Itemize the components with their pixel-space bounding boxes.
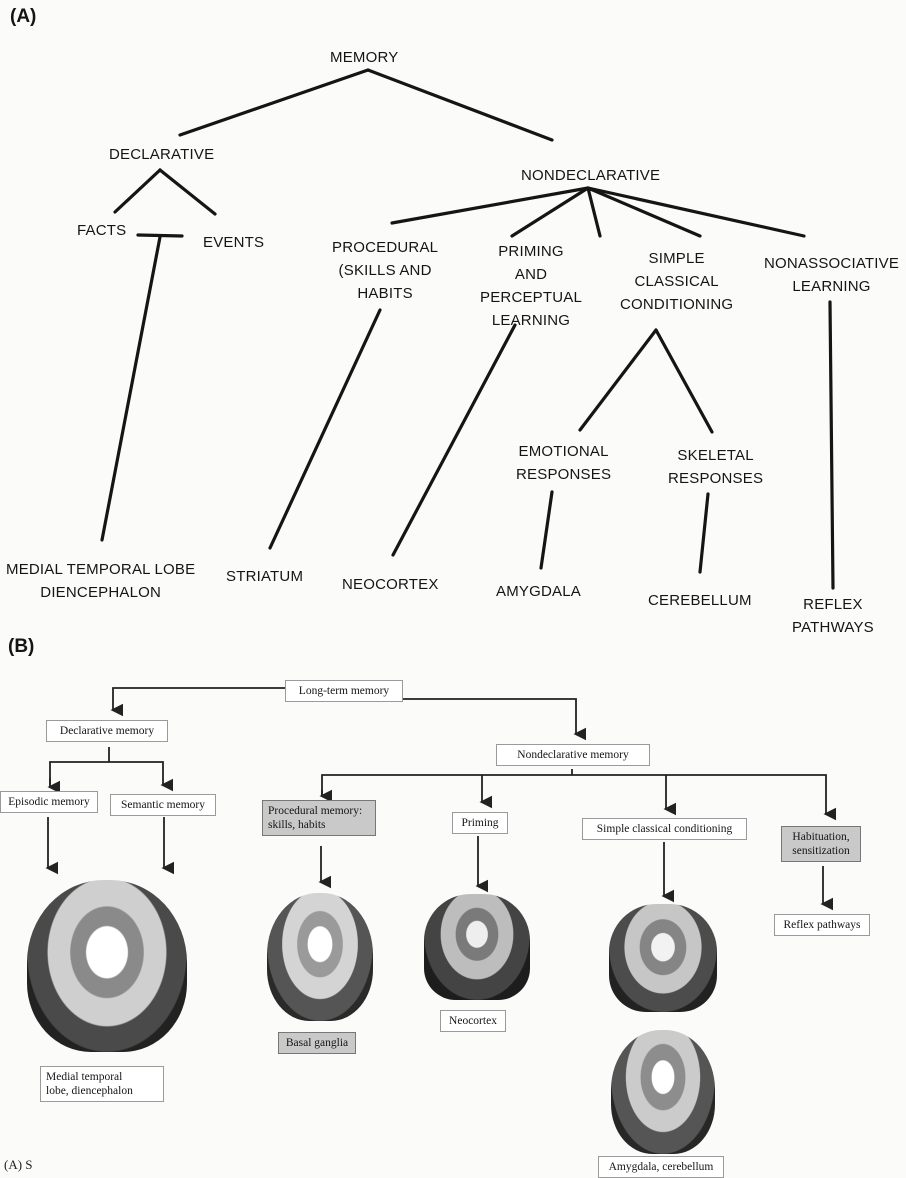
semantic-memory-box: Semantic memory [110,794,216,816]
brain-scan-neocortex [424,894,530,1000]
habituation-box: Habituation,sensitization [781,826,861,862]
brain-scan-amygdala [609,904,717,1012]
episodic-memory-box: Episodic memory [0,791,98,813]
priming-box: Priming [452,812,508,834]
figure-caption-fragment: (A) S [4,1157,33,1173]
long-term-memory-box: Long-term memory [285,680,403,702]
neocortex-box: Neocortex [440,1010,506,1032]
reflex-pathways-box: Reflex pathways [774,914,870,936]
amygdala-cerebellum-box: Amygdala, cerebellum [598,1156,724,1178]
procedural-memory-box: Procedural memory:skills, habits [262,800,376,836]
declarative-memory-box: Declarative memory [46,720,168,742]
brain-scan-cerebellum [611,1030,715,1154]
simple-classical-box: Simple classical conditioning [582,818,747,840]
brain-scan-basal-ganglia [267,893,373,1021]
nondeclarative-memory-box: Nondeclarative memory [496,744,650,766]
brain-scan-large [27,880,187,1052]
basal-ganglia-box: Basal ganglia [278,1032,356,1054]
